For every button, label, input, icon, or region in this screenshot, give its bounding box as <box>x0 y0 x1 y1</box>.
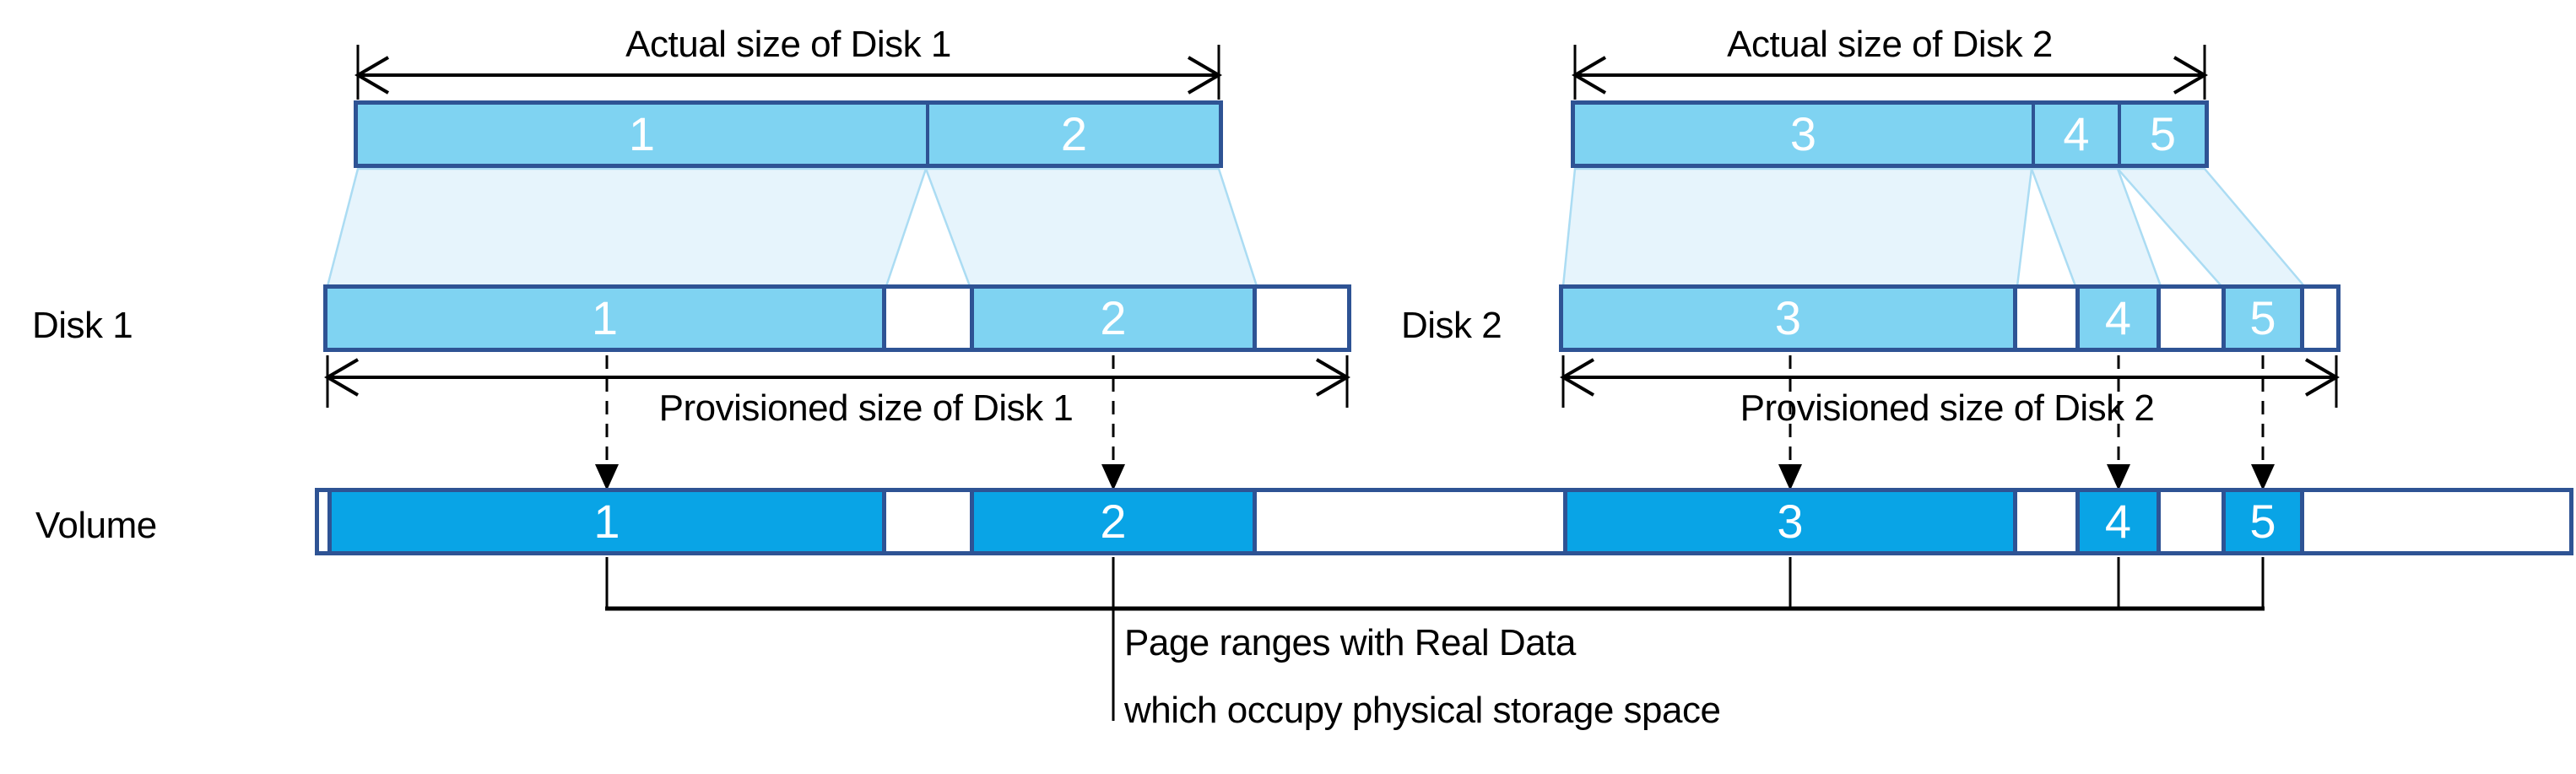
disk2-provisioned-size-arrow <box>1560 355 2340 408</box>
page-mapping-arrow-5 <box>2251 355 2275 490</box>
disk1-provisioned-size-label: Provisioned size of Disk 1 <box>658 387 1074 429</box>
disk1-provisioned-segment-1: 1 <box>327 289 886 348</box>
disk2-actual-size-label: Actual size of Disk 2 <box>1727 24 2053 65</box>
page-mapping-arrow-3 <box>1778 355 1802 490</box>
volume-row-label: Volume <box>35 505 157 546</box>
disk2-actual-bar: 3 4 5 <box>1571 100 2209 168</box>
disk1-actual-size-arrow <box>354 45 1222 100</box>
volume-segment-3: 3 <box>1563 492 2017 551</box>
disk1-provisioned-size-arrow <box>324 355 1350 408</box>
page-mapping-arrow-1 <box>595 355 619 490</box>
disk1-row-label: Disk 1 <box>32 305 133 346</box>
disk1-actual-size-label: Actual size of Disk 1 <box>625 24 951 65</box>
disk2-row-label: Disk 2 <box>1401 305 1502 346</box>
page-ranges-note-line1: Page ranges with Real Data <box>1124 622 1576 663</box>
volume-segment-5: 5 <box>2222 492 2304 551</box>
volume-segment-1: 1 <box>327 492 886 551</box>
disk1-actual-segment-2: 2 <box>926 105 1219 164</box>
disk1-actual-bar: 1 2 <box>354 100 1223 168</box>
disk2-provisioned-segment-3: 3 <box>1563 289 2017 348</box>
disk1-provisioned-bar: 1 2 <box>323 284 1351 352</box>
volume-segment-4: 4 <box>2075 492 2161 551</box>
disk2-provisioned-segment-4: 4 <box>2075 289 2161 348</box>
disk1-actual-segment-1: 1 <box>358 105 926 164</box>
disk2-provisioned-bar: 3 4 5 <box>1559 284 2341 352</box>
disk1-projection-shape-2 <box>924 167 1258 288</box>
page-ranges-bracket <box>605 557 2265 721</box>
disk2-projection-shape-3 <box>1561 167 2033 288</box>
disk2-provisioned-size-label: Provisioned size of Disk 2 <box>1740 387 2155 429</box>
disk2-actual-segment-5: 5 <box>2118 105 2205 164</box>
page-mapping-arrow-2 <box>1101 355 1125 490</box>
disk2-actual-segment-4: 4 <box>2032 105 2118 164</box>
disk1-provisioned-segment-2: 2 <box>970 289 1257 348</box>
volume-segment-2: 2 <box>970 492 1257 551</box>
disk2-provisioned-segment-5: 5 <box>2222 289 2304 348</box>
disk1-projection-shape-1 <box>326 167 928 288</box>
page-ranges-note-line2: which occupy physical storage space <box>1124 690 1721 731</box>
disk2-actual-segment-3: 3 <box>1575 105 2032 164</box>
page-mapping-arrow-4 <box>2107 355 2130 490</box>
volume-bar: 1 2 3 4 5 <box>315 488 2573 555</box>
disk2-actual-size-arrow <box>1572 45 2208 100</box>
